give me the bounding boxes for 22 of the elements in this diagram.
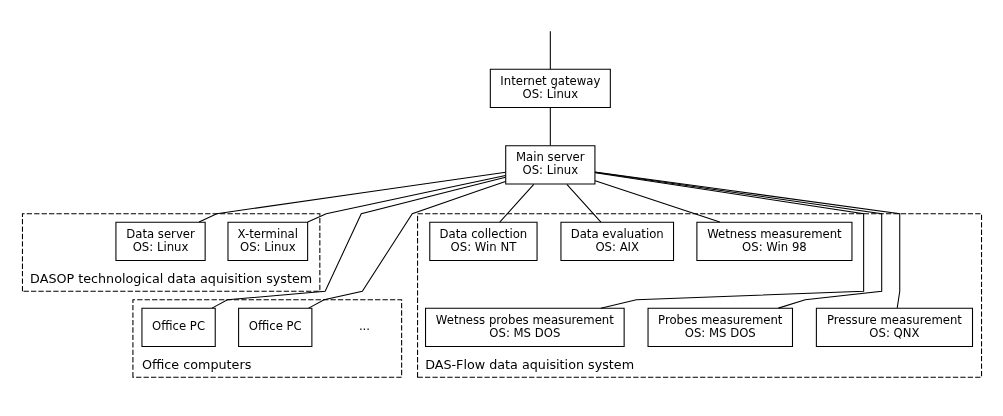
connector — [210, 176, 506, 309]
connector — [307, 180, 506, 309]
connector — [565, 183, 601, 223]
node-box: Office PC — [237, 307, 312, 347]
node-box: Pressure measurement OS: QNX — [815, 307, 973, 347]
connector — [198, 171, 506, 223]
node-box: Data server OS: Linux — [114, 221, 206, 261]
connector — [306, 174, 506, 223]
node-box: Wetness measurement OS: Win 98 — [695, 221, 852, 261]
connector — [594, 180, 720, 223]
connector — [549, 107, 551, 147]
node-box: Data evaluation OS: AIX — [559, 221, 674, 261]
node-box: Data collection OS: Win NT — [428, 221, 538, 261]
connector — [549, 30, 551, 70]
label: ... — [358, 319, 370, 334]
node-box: Internet gateway OS: Linux — [489, 68, 611, 108]
node-box: Office PC — [140, 307, 216, 347]
node-box: X-terminal OS: Linux — [226, 221, 308, 261]
connector — [498, 183, 534, 223]
node-box: Wetness probes measurement OS: MS DOS — [424, 307, 625, 347]
node-box: Probes measurement OS: MS DOS — [647, 307, 793, 347]
node-box: Main server OS: Linux — [504, 145, 595, 185]
